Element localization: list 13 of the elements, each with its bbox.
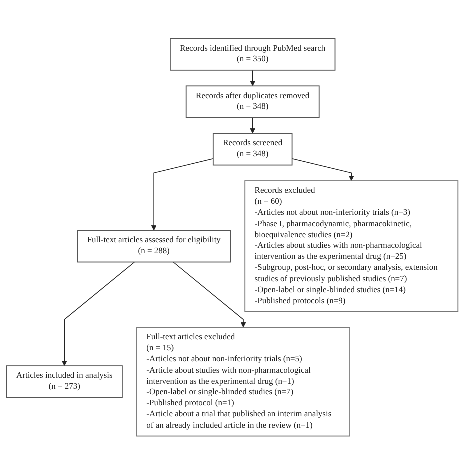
node-box: Records after duplicates removed (n = 348) xyxy=(186,86,320,118)
node-box: Records screened (n = 348) xyxy=(212,133,293,166)
arrow xyxy=(173,262,246,328)
arrow xyxy=(151,158,214,231)
arrow xyxy=(250,70,256,86)
node-box: Full-text articles assessed for eligibility (n = 288) xyxy=(77,230,232,263)
arrow xyxy=(250,117,256,134)
arrow xyxy=(292,158,354,182)
node-box: Full-text articles excluded (n = 15) -Articles not about non-inferiority trials (n=5) -Article about studies with non-pharmacological intervention as the experimental drug (n=1) -Open-label or single-blinded studies (n=7) -Published protocol (n=1) -Article about a trial that published an interim analysis of an already included article in the review (n=1) xyxy=(136,327,350,437)
node-box: Articles included in analysis (n = 273) xyxy=(6,366,123,398)
arrow xyxy=(62,262,136,366)
node-box: Records identified through PubMed search (n = 350) xyxy=(170,38,336,71)
node-box: Records excluded (n = 60) -Articles not about non-inferiority trials (n=3) -Phase I, pharmacodynamic, pharmacokinetic, bioequivalence studies (n=2) -Articles about studies with non-pharmacological intervention as the experimental drug (n=25) -Subgroup, post-hoc, or secondary analysis, extension studies of previously published studies (n=7) -Open-label or single-blinded studies (n=14) -Published protocols (n=9) xyxy=(244,180,459,312)
